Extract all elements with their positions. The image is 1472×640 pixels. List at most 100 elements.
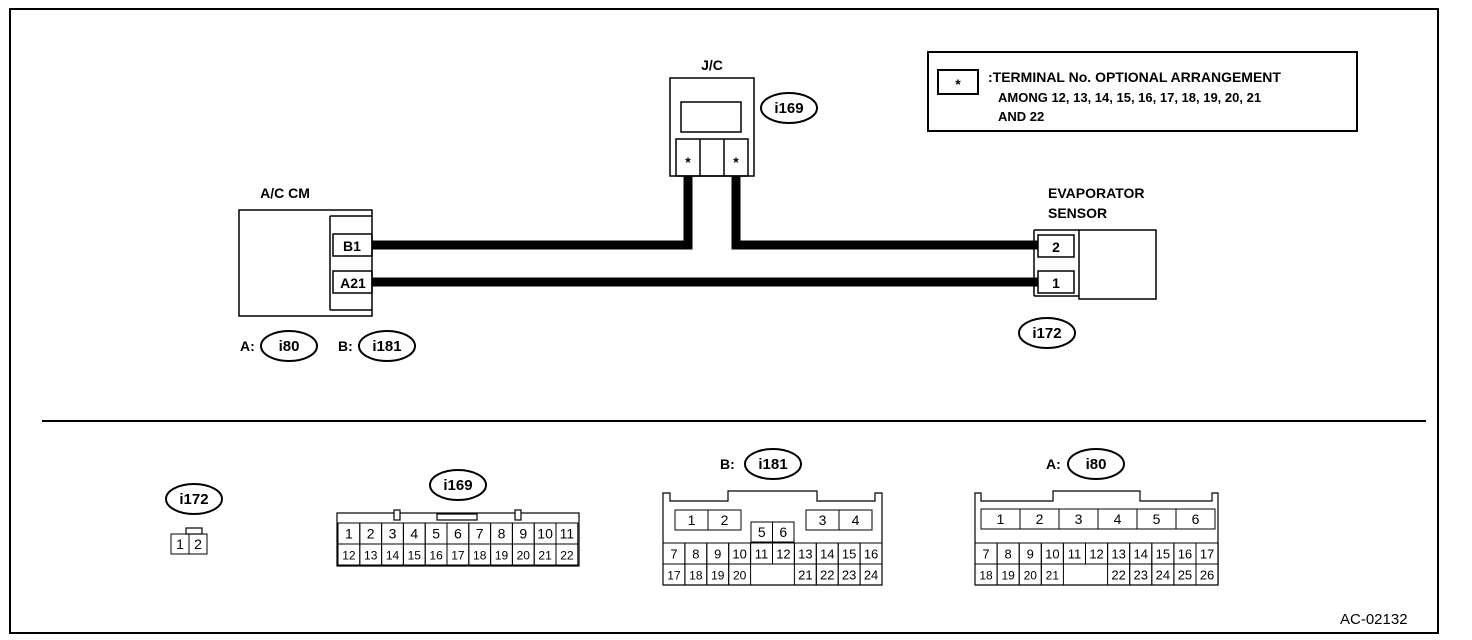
evap-label-2: SENSOR [1048,205,1107,221]
evap-connector-badge [1018,317,1076,349]
pin-number: 20 [1024,569,1038,583]
pin-number: 16 [1178,547,1192,562]
pin-number: 5 [1153,511,1161,527]
pin-number: 12 [342,549,356,563]
pin-number: 18 [689,569,703,583]
pin-number: 4 [852,512,860,528]
i172-badge [165,483,223,515]
evaporator-sensor: EVAPORATOR SENSOR 2 1 i172 [1018,185,1157,349]
pin-number: 23 [1134,568,1148,583]
pin-number: 8 [1005,547,1012,562]
pin-number: 13 [798,547,812,562]
ac-cm-pin-b1: B1 [343,238,361,254]
pin-number: 21 [1046,569,1060,583]
pin-number: 12 [1089,547,1103,562]
pin-number: 2 [367,526,375,542]
pin-number: 20 [733,569,747,583]
pin-number: 24 [864,568,878,583]
pin-number: 10 [732,547,746,562]
pin-number: 22 [820,568,834,583]
i181-code: i181 [758,456,787,473]
pin-number: 17 [1200,547,1214,562]
i80-prefix: A: [1046,456,1061,472]
pin-number: 6 [779,524,787,540]
pin-number: 9 [519,526,527,542]
pin-number: 17 [667,569,681,583]
jc-pin-left: * [685,154,691,170]
ac-cm-pin-a21: A21 [340,275,366,291]
i80-badge [1067,448,1125,480]
pin-number: 20 [517,549,531,563]
joint-connector: J/C * * i169 [669,57,818,177]
ac-cm-ref-a-prefix: A: [240,338,255,354]
pin-number: 16 [864,547,878,562]
legend-symbol-box [937,69,979,95]
pin-number: 9 [714,547,721,562]
pin-number: 16 [429,549,443,563]
wires [372,176,1038,287]
pin-cell [188,533,208,555]
pin-cell [838,509,873,531]
pin-number: 5 [432,526,440,542]
pin-number: 8 [498,526,506,542]
pin-number: 14 [1134,547,1148,562]
ac-cm-ref-b-badge [358,330,416,362]
pin-number: 1 [345,526,353,542]
ac-control-module: A/C CM B1 A21 A: i80 B: i181 [238,185,416,362]
pin-number: 7 [982,547,989,562]
pin-number: 15 [408,549,422,563]
pin-number: 11 [1068,547,1082,562]
ac-cm-ref-a-badge [260,330,318,362]
pin-number: 19 [495,549,509,563]
pin-number: 23 [842,568,856,583]
ac-cm-label: A/C CM [260,185,310,201]
pin-number: 18 [979,569,993,583]
legend-line-2: AMONG 12, 13, 14, 15, 16, 17, 18, 19, 20… [998,90,1261,105]
jc-connector-code: i169 [774,100,803,117]
pin-cell [728,563,752,586]
ac-cm-ref-a: i80 [279,338,300,355]
pin-number: 1 [688,512,696,528]
pin-number: 14 [386,549,400,563]
i80-code: i80 [1086,456,1107,473]
i181-prefix: B: [720,456,735,472]
pin-cell [1195,563,1219,586]
pin-number: 24 [1156,568,1170,583]
pin-number: 13 [364,549,378,563]
pin-number: 22 [560,549,574,563]
pin-cell [772,521,795,543]
pin-number: 22 [1111,568,1125,583]
i172-code: i172 [179,491,208,508]
jc-label: J/C [701,57,723,73]
i169-badge [429,469,487,501]
jc-connector-badge [760,92,818,124]
pin-cell [707,509,742,531]
diagram-frame [9,8,1439,634]
legend-box: * :TERMINAL No. OPTIONAL ARRANGEMENT AMO… [927,51,1358,132]
pin-number: 21 [538,549,552,563]
pin-cell [555,543,579,566]
pin-number: 8 [692,547,699,562]
pin-number: 18 [473,549,487,563]
pin-number: 1 [176,536,184,552]
evap-label-1: EVAPORATOR [1048,185,1144,201]
evap-connector-code: i172 [1032,325,1061,342]
pin-number: 13 [1111,547,1125,562]
legend-line-1: :TERMINAL No. OPTIONAL ARRANGEMENT [988,69,1281,85]
pin-number: 5 [758,524,766,540]
pin-number: 1 [997,511,1005,527]
pin-number: 15 [842,547,856,562]
pin-cell [1175,508,1216,530]
pin-number: 7 [476,526,484,542]
pin-number: 9 [1027,547,1034,562]
pin-number: 14 [820,547,834,562]
pin-number: 2 [721,512,729,528]
ac-cm-ref-b-prefix: B: [338,338,353,354]
i181-badge [744,448,802,480]
pin-number: 19 [1001,569,1015,583]
pin-number: 21 [798,568,812,583]
